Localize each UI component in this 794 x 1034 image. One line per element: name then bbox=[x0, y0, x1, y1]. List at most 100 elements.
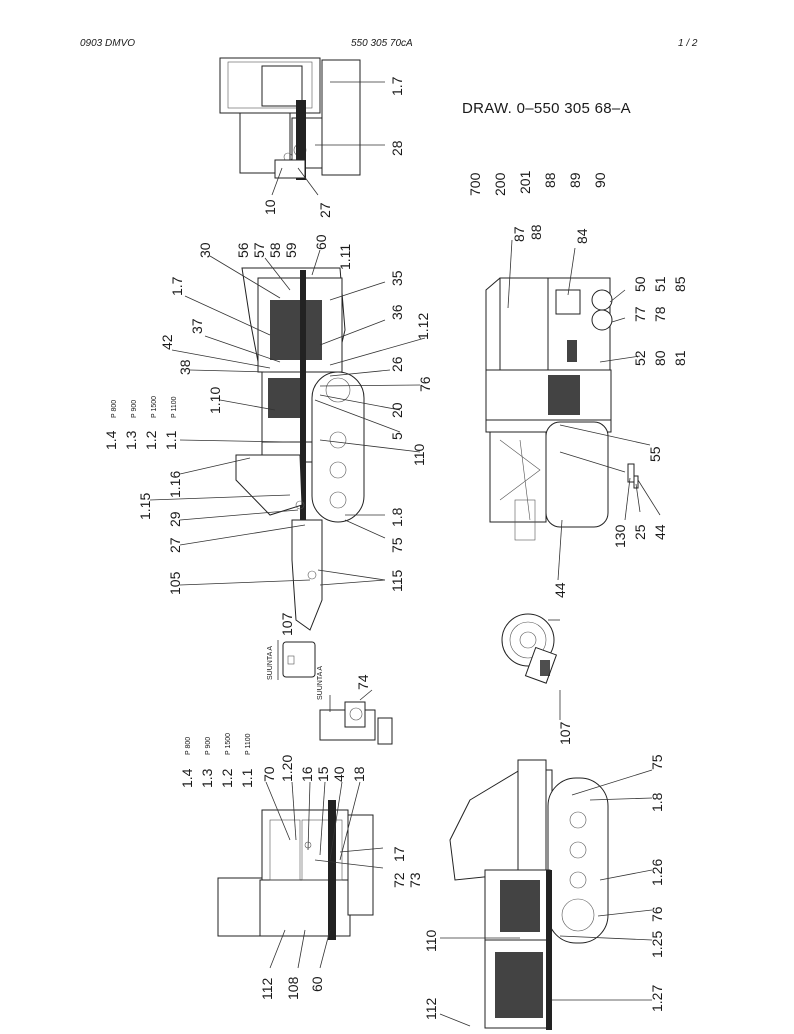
label-51: 51 bbox=[652, 276, 668, 292]
drawing-title: DRAW. 0–550 305 68–A bbox=[462, 100, 631, 117]
label-25: 25 bbox=[632, 524, 648, 540]
label-top-27: 27 bbox=[317, 202, 333, 218]
label-88b: 88 bbox=[528, 224, 544, 240]
label-38: 38 bbox=[177, 359, 193, 375]
label-58: 58 bbox=[267, 242, 283, 258]
label-700: 700 bbox=[467, 172, 483, 196]
bottom-side-view bbox=[439, 759, 653, 1030]
label-30: 30 bbox=[197, 242, 213, 258]
header-part-number: 550 305 70cA bbox=[351, 38, 413, 49]
label-p800: P 800 bbox=[111, 400, 118, 418]
label-42: 42 bbox=[159, 334, 175, 350]
label-87: 87 bbox=[511, 226, 527, 242]
label-bottom-1-4: 1.4 bbox=[179, 768, 195, 788]
label-1-2: 1.2 bbox=[143, 430, 159, 450]
label-bottom-1-1: 1.1 bbox=[239, 768, 255, 788]
header-doc-code: 0903 DMVO bbox=[80, 38, 136, 49]
top-end-view bbox=[219, 57, 385, 196]
top-plan-view bbox=[485, 239, 661, 581]
label-1-20: 1.20 bbox=[279, 755, 295, 782]
label-60: 60 bbox=[313, 234, 329, 250]
label-84: 84 bbox=[574, 228, 590, 244]
wheel-detail bbox=[501, 613, 561, 720]
label-1-16: 1.16 bbox=[167, 471, 183, 498]
label-75-bottom: 75 bbox=[649, 754, 665, 770]
label-18: 18 bbox=[351, 766, 367, 782]
label-107-wheel: 107 bbox=[557, 721, 573, 745]
label-44-right: 44 bbox=[652, 524, 668, 540]
label-1-8-bottom: 1.8 bbox=[649, 792, 665, 812]
label-44-bottom: 44 bbox=[552, 582, 568, 598]
label-37: 37 bbox=[189, 318, 205, 334]
label-bottom-1-3: 1.3 bbox=[199, 768, 215, 788]
label-78: 78 bbox=[652, 306, 668, 322]
label-112-bottom: 112 bbox=[259, 977, 275, 1000]
label-52: 52 bbox=[632, 350, 648, 366]
label-60-bottom: 60 bbox=[309, 976, 325, 992]
label-p900: P 900 bbox=[131, 400, 138, 418]
label-105: 105 bbox=[167, 571, 183, 595]
label-16: 16 bbox=[299, 766, 315, 782]
label-80: 80 bbox=[652, 350, 668, 366]
label-55: 55 bbox=[647, 446, 663, 462]
label-27: 27 bbox=[167, 537, 183, 553]
label-1-10: 1.10 bbox=[207, 387, 223, 414]
label-57: 57 bbox=[251, 242, 267, 258]
label-107-side: 107 bbox=[279, 612, 295, 636]
label-59: 59 bbox=[283, 242, 299, 258]
label-110-bottom: 110 bbox=[423, 929, 439, 952]
label-90: 90 bbox=[592, 172, 608, 188]
label-top-1-7: 1.7 bbox=[389, 76, 405, 96]
label-bottom-p900: P 900 bbox=[205, 737, 212, 755]
label-50: 50 bbox=[632, 276, 648, 292]
label-1-8: 1.8 bbox=[389, 507, 405, 527]
label-108: 108 bbox=[285, 976, 301, 1000]
label-top-28: 28 bbox=[389, 140, 405, 156]
label-p1500: P 1500 bbox=[151, 396, 158, 418]
label-bottom-p800: P 800 bbox=[185, 737, 192, 755]
label-suunta-a: SUUNTA A bbox=[267, 646, 274, 680]
label-1-27: 1.27 bbox=[649, 985, 665, 1012]
label-89: 89 bbox=[567, 172, 583, 188]
header-page-number: 1 / 2 bbox=[678, 38, 698, 49]
label-72: 72 bbox=[391, 872, 407, 888]
label-88: 88 bbox=[542, 172, 558, 188]
label-bottom-p1100: P 1100 bbox=[245, 733, 252, 755]
label-1-26: 1.26 bbox=[649, 859, 665, 886]
label-56: 56 bbox=[235, 242, 251, 258]
label-35: 35 bbox=[389, 270, 405, 286]
label-130: 130 bbox=[612, 524, 628, 548]
suunta-a-detail bbox=[277, 640, 316, 680]
label-112-right: 112 bbox=[423, 997, 439, 1020]
label-110: 110 bbox=[411, 443, 427, 466]
label-5: 5 bbox=[389, 432, 405, 440]
label-70: 70 bbox=[261, 766, 277, 782]
label-p1100: P 1100 bbox=[171, 396, 178, 418]
label-85: 85 bbox=[672, 276, 688, 292]
label-17: 17 bbox=[391, 846, 407, 862]
suunta-a-bracket bbox=[319, 689, 393, 745]
label-201: 201 bbox=[517, 170, 533, 194]
label-20: 20 bbox=[389, 402, 405, 418]
label-76-bottom: 76 bbox=[649, 906, 665, 922]
label-1-25: 1.25 bbox=[649, 931, 665, 958]
label-1-3: 1.3 bbox=[123, 430, 139, 450]
label-36: 36 bbox=[389, 304, 405, 320]
bottom-end-view bbox=[217, 781, 384, 969]
label-29: 29 bbox=[167, 511, 183, 527]
label-1-4: 1.4 bbox=[103, 430, 119, 450]
label-1-15: 1.15 bbox=[137, 493, 153, 520]
label-73: 73 bbox=[407, 872, 423, 888]
label-77: 77 bbox=[632, 306, 648, 322]
label-top-10: 10 bbox=[262, 199, 278, 215]
label-15: 15 bbox=[315, 766, 331, 782]
label-1-1: 1.1 bbox=[163, 430, 179, 450]
label-bottom-1-2: 1.2 bbox=[219, 768, 235, 788]
label-1-7: 1.7 bbox=[169, 276, 185, 296]
label-200: 200 bbox=[492, 172, 508, 196]
label-26: 26 bbox=[389, 356, 405, 372]
label-1-11: 1.11 bbox=[337, 244, 353, 270]
label-81: 81 bbox=[672, 350, 688, 366]
label-1-12: 1.12 bbox=[415, 313, 431, 340]
